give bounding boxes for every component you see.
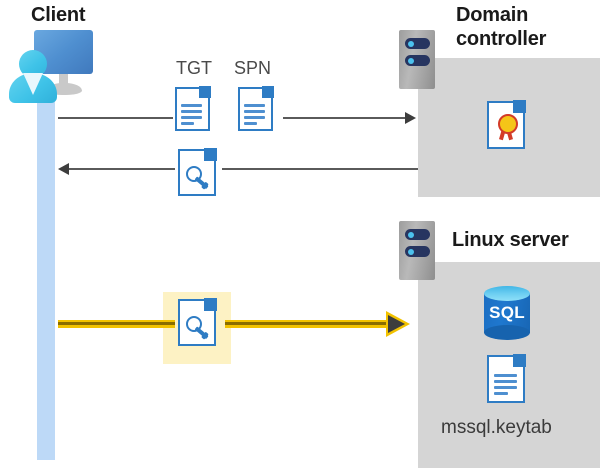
response-flow-line-left [69,168,175,170]
certificate-document-icon [487,100,526,149]
yellow-flow-line-left [58,320,175,328]
domain-controller-server-icon [399,30,435,89]
response-flow-arrowhead [58,163,69,175]
yellow-flow-arrowhead-inner [388,315,405,333]
domain-controller-title: Domain controller [456,4,547,50]
sql-database-icon: SQL [484,286,530,340]
response-flow-line-right [222,168,418,170]
tgt-label: TGT [176,58,212,78]
tgt-document-icon [175,86,211,131]
client-lifeline [37,88,55,460]
service-ticket-key-document-icon [178,148,217,196]
request-flow-line-left [58,117,173,119]
keytab-file-label: mssql.keytab [441,417,552,438]
linux-server-title: Linux server [452,229,569,251]
client-workstation-icon [5,28,95,103]
yellow-flow-line-right [225,320,388,328]
presented-ticket-key-document-icon [178,298,217,346]
sql-database-label: SQL [489,303,525,322]
client-title: Client [31,4,86,26]
spn-document-icon [238,86,274,131]
monitor-neck [59,74,68,86]
linux-server-server-icon [399,221,435,280]
request-flow-line-right [283,117,408,119]
keytab-document-icon [487,354,526,403]
request-flow-arrowhead [405,112,416,124]
spn-label: SPN [234,58,272,78]
